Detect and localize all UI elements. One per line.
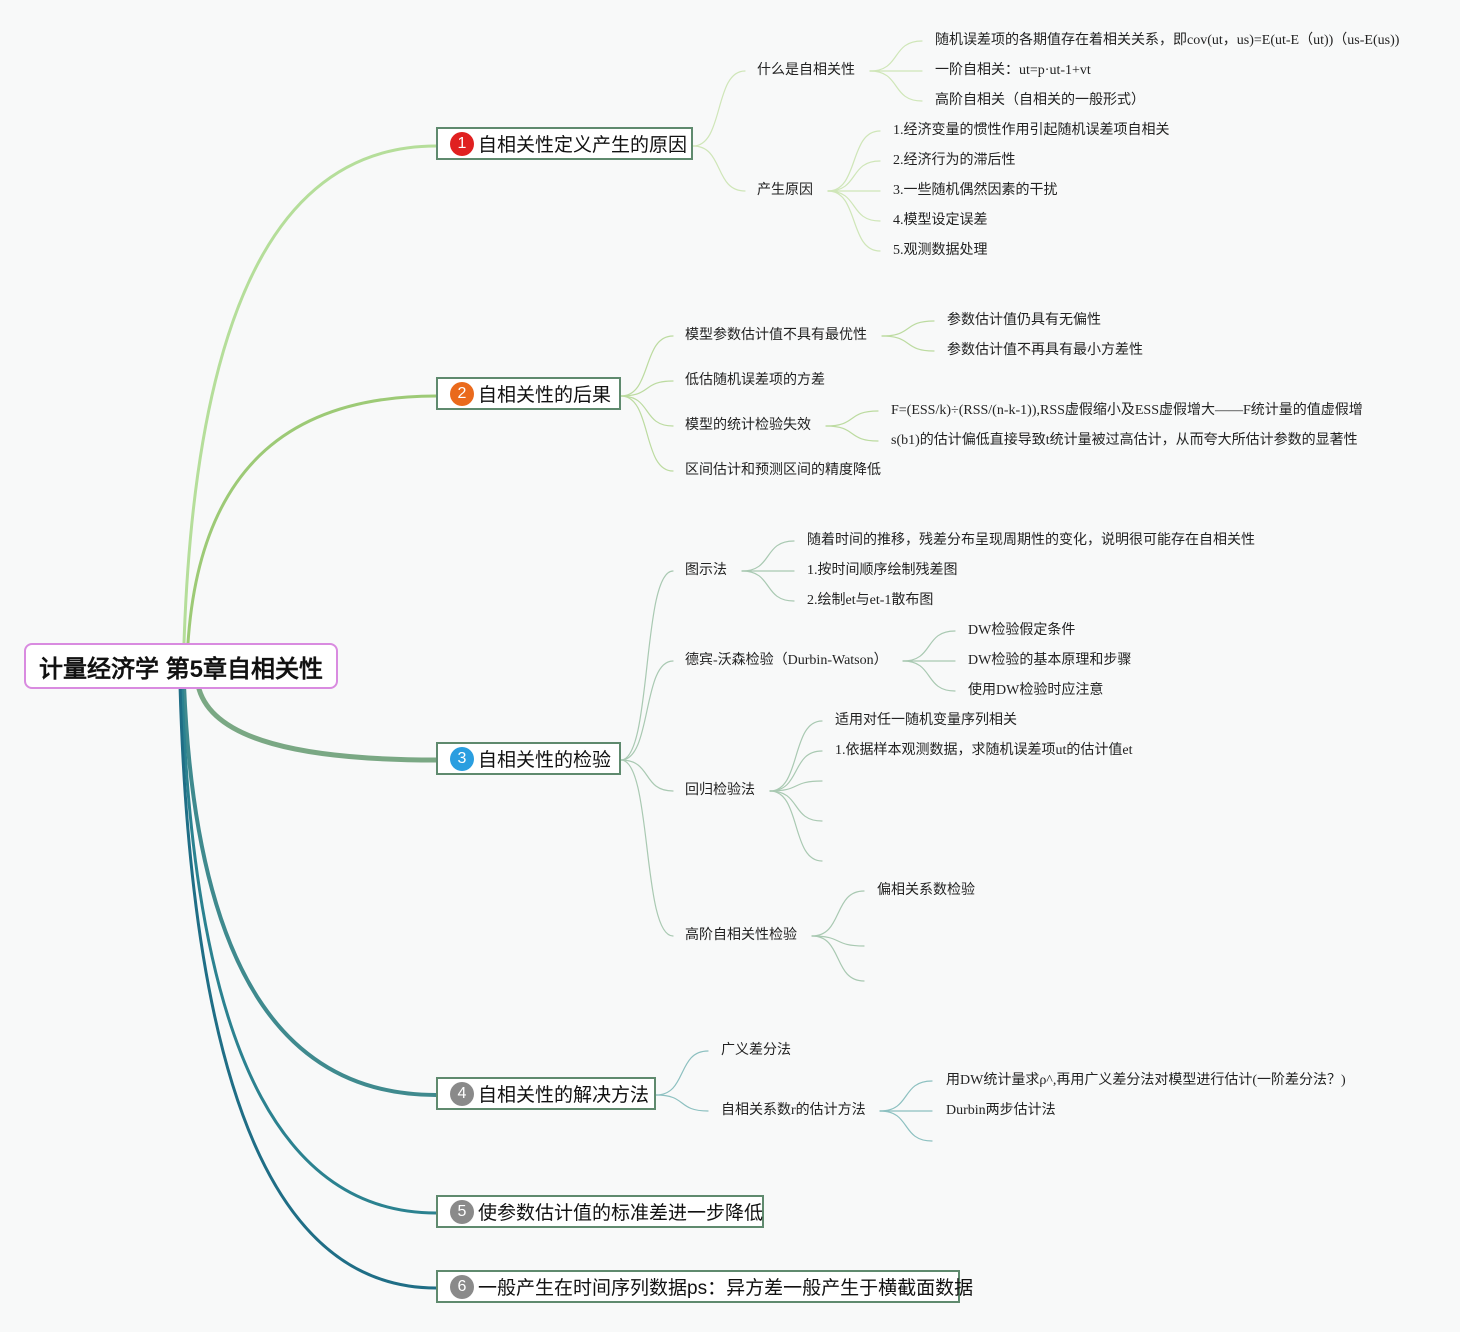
link-b2-s3 (620, 395, 674, 427)
link-b1-s2-l1 (827, 130, 881, 192)
link-b3-s2-l1 (902, 630, 956, 662)
link-b3-s1-l3 (741, 570, 795, 602)
root-topic[interactable]: 计量经济学 第5章自相关性 (24, 643, 338, 689)
b1-sub-1-leaf-2[interactable]: 一阶自相关：ut=p·ut-1+vt (935, 63, 1091, 78)
branch-2-number-badge: 2 (450, 381, 474, 406)
b2-sub-1-leaf-1[interactable]: 参数估计值仍具有无偏性 (947, 313, 1101, 328)
b3-sub-1-leaf-2[interactable]: 1.按时间顺序绘制残差图 (807, 563, 958, 578)
branch-5-number-badge: 5 (450, 1199, 474, 1224)
branch-3-label: 自相关性的检验 (478, 750, 612, 771)
link-b1-s1 (692, 70, 746, 147)
b3-sub-3[interactable]: 回归检验法 (685, 783, 755, 798)
b1-sub-2-leaf-3[interactable]: 3.一些随机偶然因素的干扰 (893, 183, 1058, 198)
link-root-b3 (195, 682, 439, 763)
b2-sub-2[interactable]: 低估随机误差项的方差 (685, 373, 825, 388)
link-b3-s1-l1 (741, 540, 795, 572)
link-b4-s2-l1 (879, 1080, 933, 1112)
b1-sub-1-leaf-3[interactable]: 高阶自相关（自相关的一般形式） (935, 93, 1145, 108)
b3-sub-3-leaf-1[interactable]: 适用对任一随机变量序列相关 (835, 713, 1017, 728)
b1-sub-1-leaf-1[interactable]: 随机误差项的各期值存在着相关关系，即cov(ut，us)=E(ut-E（ut))… (935, 33, 1400, 48)
link-b1-s2 (692, 145, 746, 192)
link-b3-s3 (620, 759, 674, 792)
link-b3-s3-l3 (769, 780, 823, 792)
link-b4-s2-l3 (879, 1110, 933, 1142)
branch-6-label: 一般产生在时间序列数据ps：异方差一般产生于横截面数据 (478, 1278, 974, 1299)
b2-sub-3[interactable]: 模型的统计检验失效 (685, 418, 811, 433)
branch-4-topic[interactable]: 4 自相关性的解决方法 (436, 1077, 656, 1110)
b1-sub-2[interactable]: 产生原因 (757, 183, 813, 198)
b4-sub-1[interactable]: 广义差分法 (721, 1043, 791, 1058)
b3-sub-4[interactable]: 高阶自相关性检验 (685, 928, 797, 943)
branch-1-label: 自相关性定义产生的原因 (478, 135, 688, 156)
link-b3-s3-l4 (769, 790, 823, 822)
link-root-b2 (186, 394, 438, 645)
link-root-b5 (180, 683, 438, 1215)
link-b3-s2-l3 (902, 660, 956, 692)
link-b2-s3-l1 (825, 410, 879, 427)
branch-1-topic[interactable]: 1 自相关性定义产生的原因 (436, 127, 693, 160)
link-b2-s1-l1 (881, 320, 935, 337)
b3-sub-3-leaf-2[interactable]: 1.依据样本观测数据，求随机误差项ut的估计值et (835, 743, 1133, 758)
b2-sub-1-leaf-2[interactable]: 参数估计值不再具有最小方差性 (947, 343, 1143, 358)
b3-sub-2-leaf-3[interactable]: 使用DW检验时应注意 (968, 683, 1104, 698)
b1-sub-2-leaf-5[interactable]: 5.观测数据处理 (893, 243, 988, 258)
b3-sub-2[interactable]: 德宾-沃森检验（Durbin-Watson） (685, 653, 888, 668)
branch-1-number-badge: 1 (450, 131, 474, 156)
link-b3-s4-l3 (811, 935, 865, 982)
link-b3-s1 (620, 570, 674, 761)
link-b1-s2-l4 (827, 190, 881, 222)
b2-sub-3-leaf-2[interactable]: s(b1)的估计偏低直接导致t统计量被过高估计，从而夸大所估计参数的显著性 (891, 433, 1358, 448)
b1-sub-2-leaf-1[interactable]: 1.经济变量的惯性作用引起随机误差项自相关 (893, 123, 1170, 138)
link-b2-s1-l2 (881, 335, 935, 352)
b4-sub-2-leaf-1[interactable]: 用DW统计量求ρ^,再用广义差分法对模型进行估计(一阶差分法？) (946, 1073, 1346, 1088)
link-b3-s3-l1 (769, 720, 823, 792)
branch-5-topic[interactable]: 5 使参数估计值的标准差进一步降低 (436, 1195, 764, 1228)
link-b2-s2 (620, 380, 674, 397)
link-b3-s4 (620, 759, 674, 937)
b3-sub-4-leaf-1[interactable]: 偏相关系数检验 (877, 883, 975, 898)
b4-sub-2-leaf-2[interactable]: Durbin两步估计法 (946, 1103, 1056, 1118)
link-b3-s2 (620, 660, 674, 761)
link-b1-s1-l1 (869, 40, 923, 72)
link-b4-s1 (655, 1050, 709, 1096)
b3-sub-2-leaf-2[interactable]: DW检验的基本原理和步骤 (968, 653, 1132, 668)
link-b3-s4-l2 (811, 935, 865, 947)
link-root-b4 (182, 683, 438, 1097)
b3-sub-1-leaf-3[interactable]: 2.绘制et与et-1散布图 (807, 593, 934, 608)
branch-2-label: 自相关性的后果 (478, 385, 612, 406)
link-b3-s3-l2 (769, 750, 823, 792)
branch-5-label: 使参数估计值的标准差进一步降低 (478, 1203, 764, 1224)
link-b1-s2-l5 (827, 190, 881, 252)
branch-4-label: 自相关性的解决方法 (478, 1085, 650, 1106)
b3-sub-1[interactable]: 图示法 (685, 563, 727, 578)
link-b1-s1-l3 (869, 70, 923, 102)
link-b2-s1 (620, 335, 674, 397)
link-b2-s4 (620, 395, 674, 472)
branch-6-number-badge: 6 (450, 1274, 474, 1299)
branch-3-number-badge: 3 (450, 746, 474, 771)
branch-6-topic[interactable]: 6 一般产生在时间序列数据ps：异方差一般产生于横截面数据 (436, 1270, 973, 1303)
b1-sub-2-leaf-4[interactable]: 4.模型设定误差 (893, 213, 988, 228)
b2-sub-3-leaf-1[interactable]: F=(ESS/k)÷(RSS/(n-k-1)),RSS虚假缩小及ESS虚假增大—… (891, 403, 1363, 418)
b1-sub-1[interactable]: 什么是自相关性 (757, 63, 855, 78)
b2-sub-1[interactable]: 模型参数估计值不具有最优性 (685, 328, 867, 343)
link-b3-s3-l5 (769, 790, 823, 862)
b4-sub-2[interactable]: 自相关系数r的估计方法 (721, 1103, 866, 1118)
b1-sub-2-leaf-2[interactable]: 2.经济行为的滞后性 (893, 153, 1016, 168)
link-b4-s2 (655, 1094, 709, 1112)
b3-sub-2-leaf-1[interactable]: DW检验假定条件 (968, 623, 1076, 638)
b2-sub-4[interactable]: 区间估计和预测区间的精度降低 (685, 463, 881, 478)
b3-sub-1-leaf-1[interactable]: 随着时间的推移，残差分布呈现周期性的变化，说明很可能存在自相关性 (807, 533, 1255, 548)
link-b3-s4-l1 (811, 890, 865, 937)
link-root-b6 (178, 683, 438, 1290)
link-b2-s3-l2 (825, 425, 879, 442)
branch-3-topic[interactable]: 3 自相关性的检验 (436, 742, 621, 775)
branch-4-number-badge: 4 (450, 1081, 474, 1106)
link-root-b1 (182, 144, 438, 645)
link-b1-s2-l2 (827, 160, 881, 192)
branch-2-topic[interactable]: 2 自相关性的后果 (436, 377, 621, 410)
